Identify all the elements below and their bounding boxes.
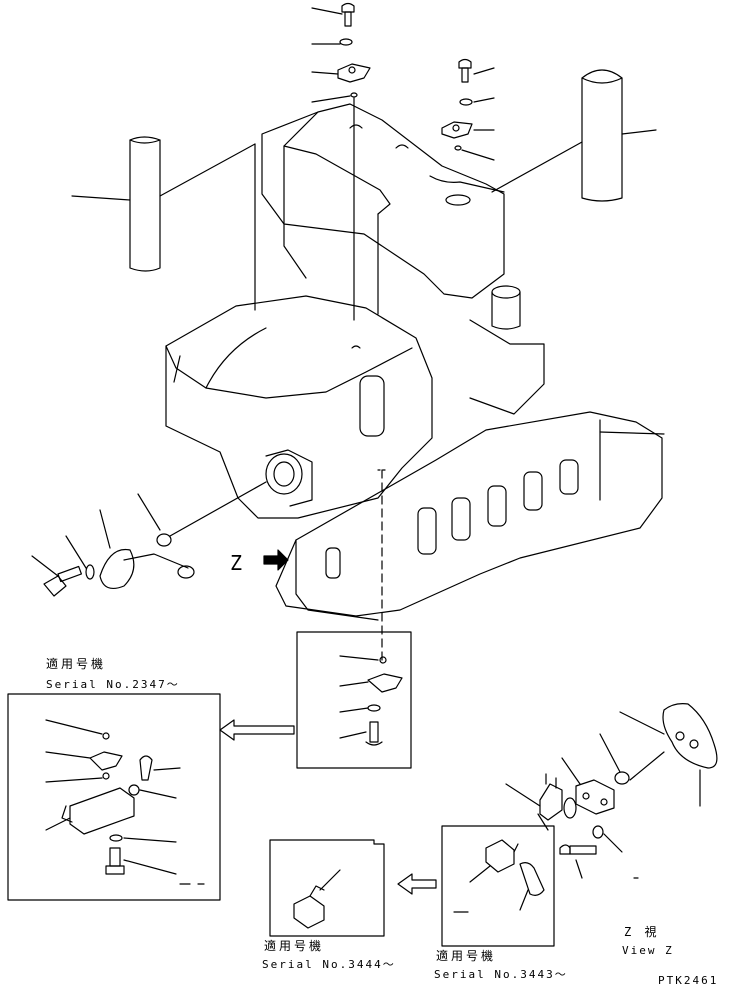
view-z-letter: Z [230,551,242,575]
top-bolt-stack-left [311,2,371,321]
detail-3443-serial: Serial No.3443～ [434,968,568,981]
view-z-marker: Z [230,549,289,575]
left-sender-parts [31,481,267,597]
view-z-parts [505,703,718,879]
detail-box-serial-3444: 適用号機 Serial No.3444～ [262,839,396,971]
counterweight-body [165,103,665,661]
detail-box-center [219,631,412,769]
cylinder-part-right [491,69,657,202]
detail-box-serial-2347: 適用号機 Serial No.2347～ [7,656,221,901]
cylinder-part-left [71,136,256,311]
view-z-caption-jp: Z 視 [624,924,659,939]
detail-2347-serial: Serial No.2347～ [46,678,180,691]
detail-3443-jp: 適用号機 [436,948,496,963]
drawing-code: PTK2461 [658,974,718,987]
detail-box-serial-3443: 適用号機 Serial No.3443～ [397,825,568,981]
detail-2347-jp: 適用号機 [46,656,106,671]
detail-3444-serial: Serial No.3444～ [262,958,396,971]
view-z-caption-en: View Z [622,944,674,957]
top-bolt-stack-right [441,58,495,161]
detail-3444-jp: 適用号機 [264,938,324,953]
